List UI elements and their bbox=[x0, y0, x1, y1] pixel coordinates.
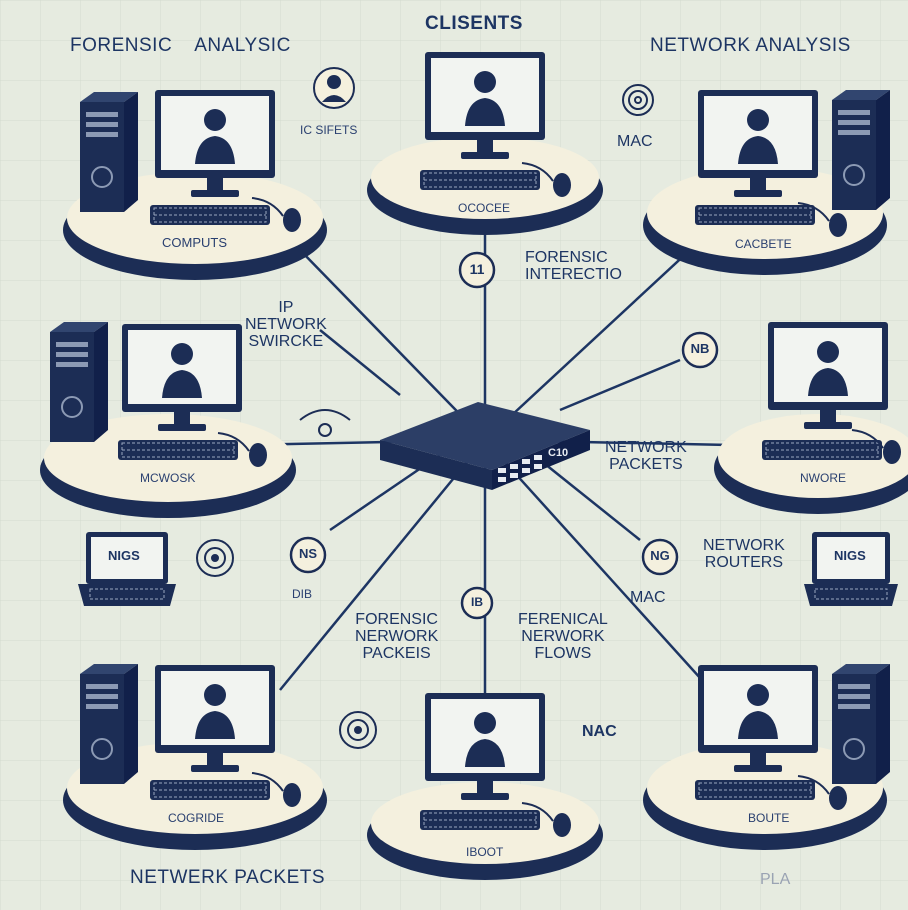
station-label: MCWOSK bbox=[140, 471, 196, 485]
workstation-mid-right[interactable] bbox=[714, 322, 908, 514]
keyboard-icon bbox=[419, 169, 541, 191]
switch-label: C10 bbox=[548, 447, 569, 459]
badge-circle-top bbox=[458, 251, 496, 289]
label-dib: DIB bbox=[292, 587, 313, 601]
badge-circle-right bbox=[681, 331, 719, 369]
workstation-mid-left[interactable] bbox=[40, 321, 296, 518]
laptop-screen-text: NIGS bbox=[834, 548, 866, 563]
tower-icon bbox=[49, 321, 109, 443]
workstation-top-left[interactable] bbox=[63, 90, 327, 280]
workstation-bottom-center[interactable] bbox=[367, 693, 603, 880]
station-label: CACBETE bbox=[735, 237, 792, 251]
workstation-top-center[interactable] bbox=[367, 52, 603, 235]
workstation-top-right[interactable] bbox=[643, 89, 891, 275]
laptop-left[interactable] bbox=[78, 532, 176, 606]
header-network-analysis: NETWORK ANALYSIS bbox=[650, 35, 851, 56]
station-label: BOUTE bbox=[748, 811, 790, 825]
header-forensic-analysic: FORENSIC ANALYSIC bbox=[70, 35, 291, 56]
keyboard-icon bbox=[117, 439, 239, 461]
tower-icon bbox=[831, 663, 891, 785]
badge-right: NB bbox=[690, 341, 710, 356]
tower-icon bbox=[79, 663, 139, 785]
target-icon bbox=[196, 539, 234, 577]
eye-icon bbox=[299, 409, 351, 437]
label-network-packets-bottom: NETWERK PACKETS bbox=[130, 867, 326, 888]
badge-center: IB bbox=[471, 595, 483, 609]
label-nac: NAC bbox=[582, 723, 617, 740]
badge-circle-left bbox=[289, 536, 327, 574]
network-switch[interactable] bbox=[380, 402, 590, 490]
target-icon bbox=[339, 711, 377, 749]
station-label: IBOOT bbox=[466, 845, 504, 859]
tower-icon bbox=[831, 89, 891, 211]
label-ip-network-swircke: IP NETWORK SWIRCKE bbox=[245, 299, 327, 350]
station-label: COMPUTS bbox=[162, 235, 227, 250]
laptop-right[interactable] bbox=[804, 532, 898, 606]
keyboard-icon bbox=[149, 779, 271, 801]
header-clisents: CLISENTS bbox=[425, 13, 523, 34]
label-network-packets-right: NETWORK PACKETS bbox=[605, 439, 687, 473]
tower-icon bbox=[79, 91, 139, 213]
keyboard-icon bbox=[149, 204, 271, 226]
station-label: OCOCEE bbox=[458, 201, 511, 215]
badge-mid-right: NG bbox=[650, 548, 670, 563]
laptop-screen-text: NIGS bbox=[108, 548, 140, 563]
keyboard-icon bbox=[419, 809, 541, 831]
keyboard-icon bbox=[761, 439, 883, 461]
keyboard-icon bbox=[694, 204, 816, 226]
label-ic-sifets: IC SIFETS bbox=[300, 123, 358, 137]
badge-circle-mid-right bbox=[641, 538, 679, 576]
label-ferenical-nerwork-flows: FERENICAL NERWORK FLOWS bbox=[518, 611, 608, 662]
label-mac-mid: MAC bbox=[630, 589, 666, 606]
workstation-bottom-left[interactable] bbox=[63, 663, 327, 850]
badge-top: 11 bbox=[469, 261, 485, 277]
label-network-routers: NETWORK ROUTERS bbox=[703, 537, 785, 571]
badge-left: NS bbox=[298, 546, 318, 561]
label-pla: PLA bbox=[760, 871, 791, 888]
workstation-bottom-right[interactable] bbox=[643, 663, 891, 850]
station-label: COGRIDE bbox=[168, 811, 225, 825]
label-forensic-nerwork-packeis: FORENSIC NERWORK PACKEIS bbox=[355, 611, 439, 662]
keyboard-icon bbox=[694, 779, 816, 801]
person-icon bbox=[313, 67, 355, 109]
label-forensic-interectio: FORENSIC INTERECTIO bbox=[525, 249, 622, 283]
fingerprint-icon bbox=[622, 84, 654, 116]
label-mac-top: MAC bbox=[617, 133, 653, 150]
station-label: NWORE bbox=[800, 471, 846, 485]
badge-circle-center bbox=[460, 586, 494, 620]
